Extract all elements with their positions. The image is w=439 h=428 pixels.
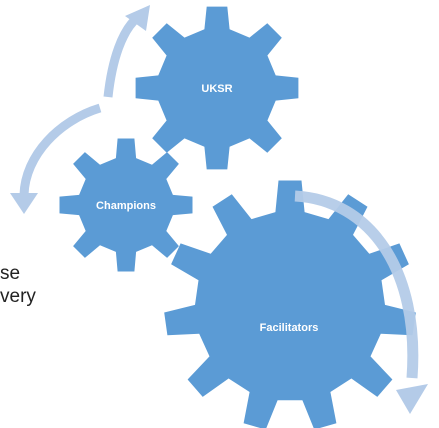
gear-label-champions: Champions bbox=[96, 200, 156, 212]
side-text-line-2: very bbox=[0, 286, 36, 307]
gear-label-facilitators: Facilitators bbox=[260, 322, 319, 334]
gear-facilitators bbox=[164, 180, 416, 428]
gear-uksr bbox=[135, 6, 299, 170]
gear-champions bbox=[59, 138, 193, 272]
arrow-left bbox=[10, 103, 102, 214]
arrow-right bbox=[294, 190, 428, 414]
arrow-top-left bbox=[103, 5, 150, 98]
gear-label-uksr: UKSR bbox=[201, 83, 232, 95]
side-text-line-1: se bbox=[0, 263, 21, 284]
